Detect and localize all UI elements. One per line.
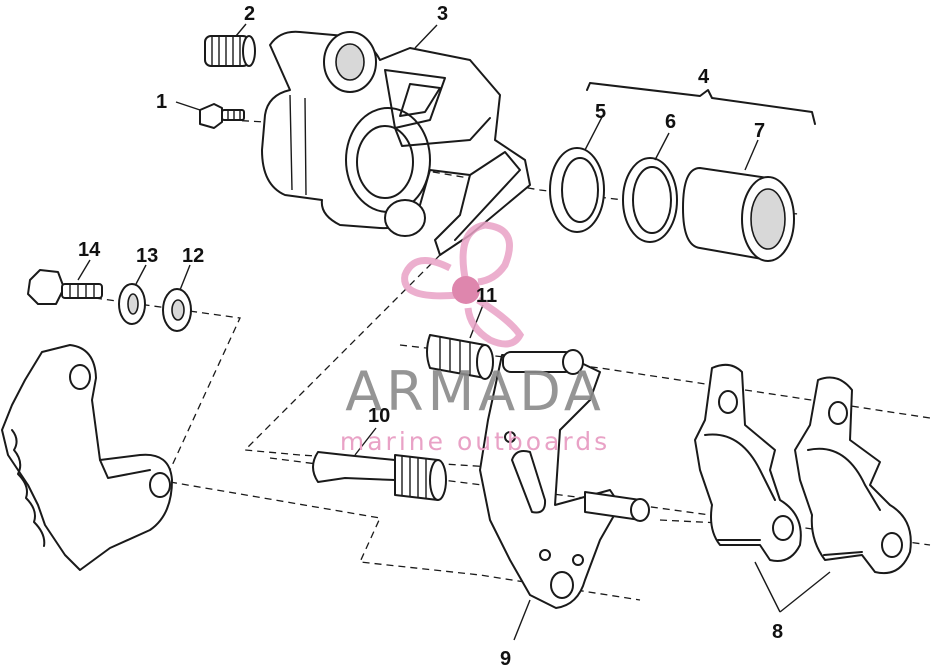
part-9-support-plate [479, 349, 650, 609]
callout-11: 11 [476, 285, 497, 307]
callout-1: 1 [156, 91, 167, 113]
callout-7: 7 [754, 120, 765, 142]
part-8-pad-inner [694, 363, 802, 562]
armada-propeller-logo [401, 221, 525, 348]
callout-6: 6 [665, 111, 676, 133]
part-7-piston [682, 167, 795, 262]
part-1-bleeder-screw [199, 103, 245, 129]
part-14-bolt [27, 269, 103, 305]
callout-4: 4 [698, 66, 710, 88]
part-3-caliper-body [261, 30, 531, 256]
callout-5: 5 [595, 101, 606, 123]
part-6-seal [622, 157, 678, 243]
callout-9: 9 [500, 648, 511, 670]
watermark-subtitle: marine outboards [340, 427, 610, 456]
armada-watermark: ARMADA marine outboards [340, 221, 610, 456]
part-4-group-bracket [586, 82, 816, 125]
part-8-pad-outer [794, 376, 912, 574]
callout-8: 8 [772, 621, 783, 643]
callout-3: 3 [437, 3, 448, 25]
callout-12: 12 [182, 245, 204, 267]
callout-10: 10 [368, 405, 390, 427]
caliper-mounting-bracket [1, 344, 173, 571]
callout-13: 13 [136, 245, 158, 267]
part-10-guide-pin [312, 451, 447, 501]
callout-14: 14 [78, 239, 101, 261]
callout-2: 2 [244, 3, 255, 25]
part-12-washer [162, 288, 192, 332]
callout-numbers: 1 2 3 4 5 6 7 8 9 10 11 12 13 14 [78, 3, 783, 670]
part-5-seal [549, 147, 605, 233]
leader-lines [77, 23, 831, 641]
part-2-plug [204, 35, 256, 67]
part-13-lock-washer [118, 283, 146, 325]
watermark-title: ARMADA [345, 360, 605, 423]
part-11-pin-boot [426, 334, 494, 380]
